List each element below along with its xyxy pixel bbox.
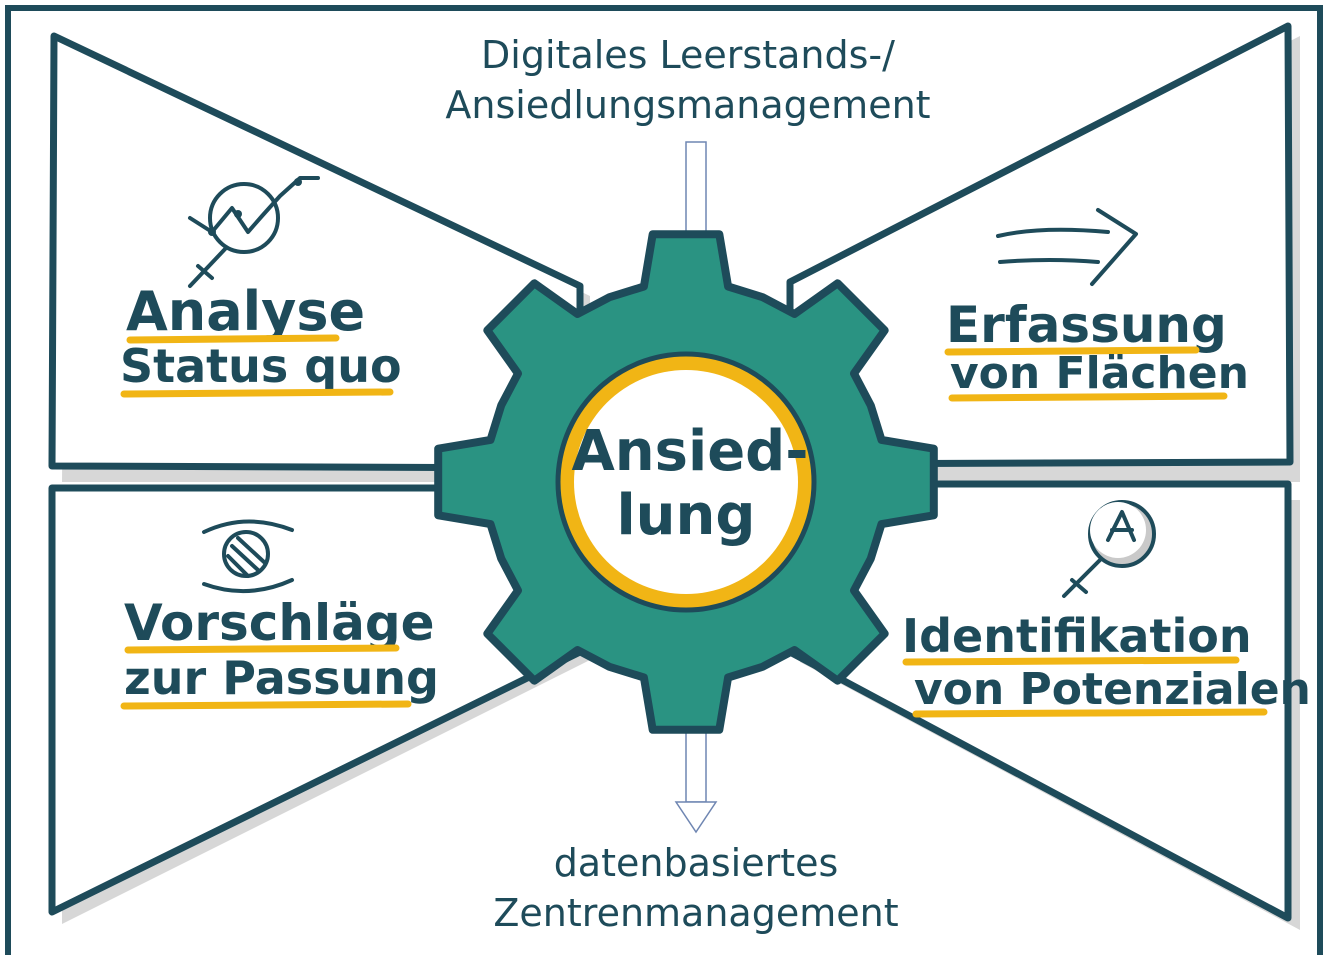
- underline-von-potenzialen: [912, 708, 1268, 718]
- outer-frame: [5, 5, 1323, 955]
- gear-hub: [574, 370, 798, 594]
- underline-von-flaechen: [948, 392, 1228, 402]
- magnifier-chart-icon: [188, 176, 320, 288]
- match-circles-icon: [202, 519, 294, 594]
- panel-top-left-line-1: Analyse: [126, 280, 365, 343]
- underline-status-quo: [120, 388, 394, 398]
- underline-zur-passung: [120, 700, 412, 710]
- panel-top-right-line-1: Erfassung: [946, 296, 1227, 354]
- panel-bottom-right-line-1: Identifikation: [902, 609, 1252, 663]
- arrow-right-icon: [996, 208, 1138, 286]
- top-label-backdrop: [440, 20, 930, 136]
- panel-bottom-right-line-2: von Potenzialen: [914, 664, 1311, 715]
- magnifier-star-icon: [1062, 500, 1156, 598]
- panel-top-left-line-2: Status quo: [120, 339, 402, 393]
- panel-bottom-left-line-2: zur Passung: [124, 651, 439, 705]
- gear-icon: [434, 230, 938, 734]
- underline-erfassung: [944, 346, 1200, 356]
- flow-arrow-head: [674, 801, 718, 834]
- panel-top-right-line-2: von Flächen: [950, 348, 1249, 399]
- bottom-label-line-2: Zentrenmanagement: [493, 891, 898, 935]
- center-line-2: lung: [616, 483, 755, 548]
- top-label-line-2: Ansiedlungsmanagement: [445, 83, 930, 127]
- bottom-label-line-1: datenbasiertes: [554, 841, 839, 885]
- underline-vorschlaege: [124, 644, 400, 654]
- center-line-1: Ansied-: [571, 419, 808, 484]
- underline-identifikation: [902, 656, 1240, 666]
- top-label-line-1: Digitales Leerstands-/: [481, 33, 895, 77]
- bottom-label-backdrop: [440, 836, 930, 944]
- panel-bottom-left-line-1: Vorschläge: [124, 594, 435, 652]
- underline-analyse: [126, 334, 340, 344]
